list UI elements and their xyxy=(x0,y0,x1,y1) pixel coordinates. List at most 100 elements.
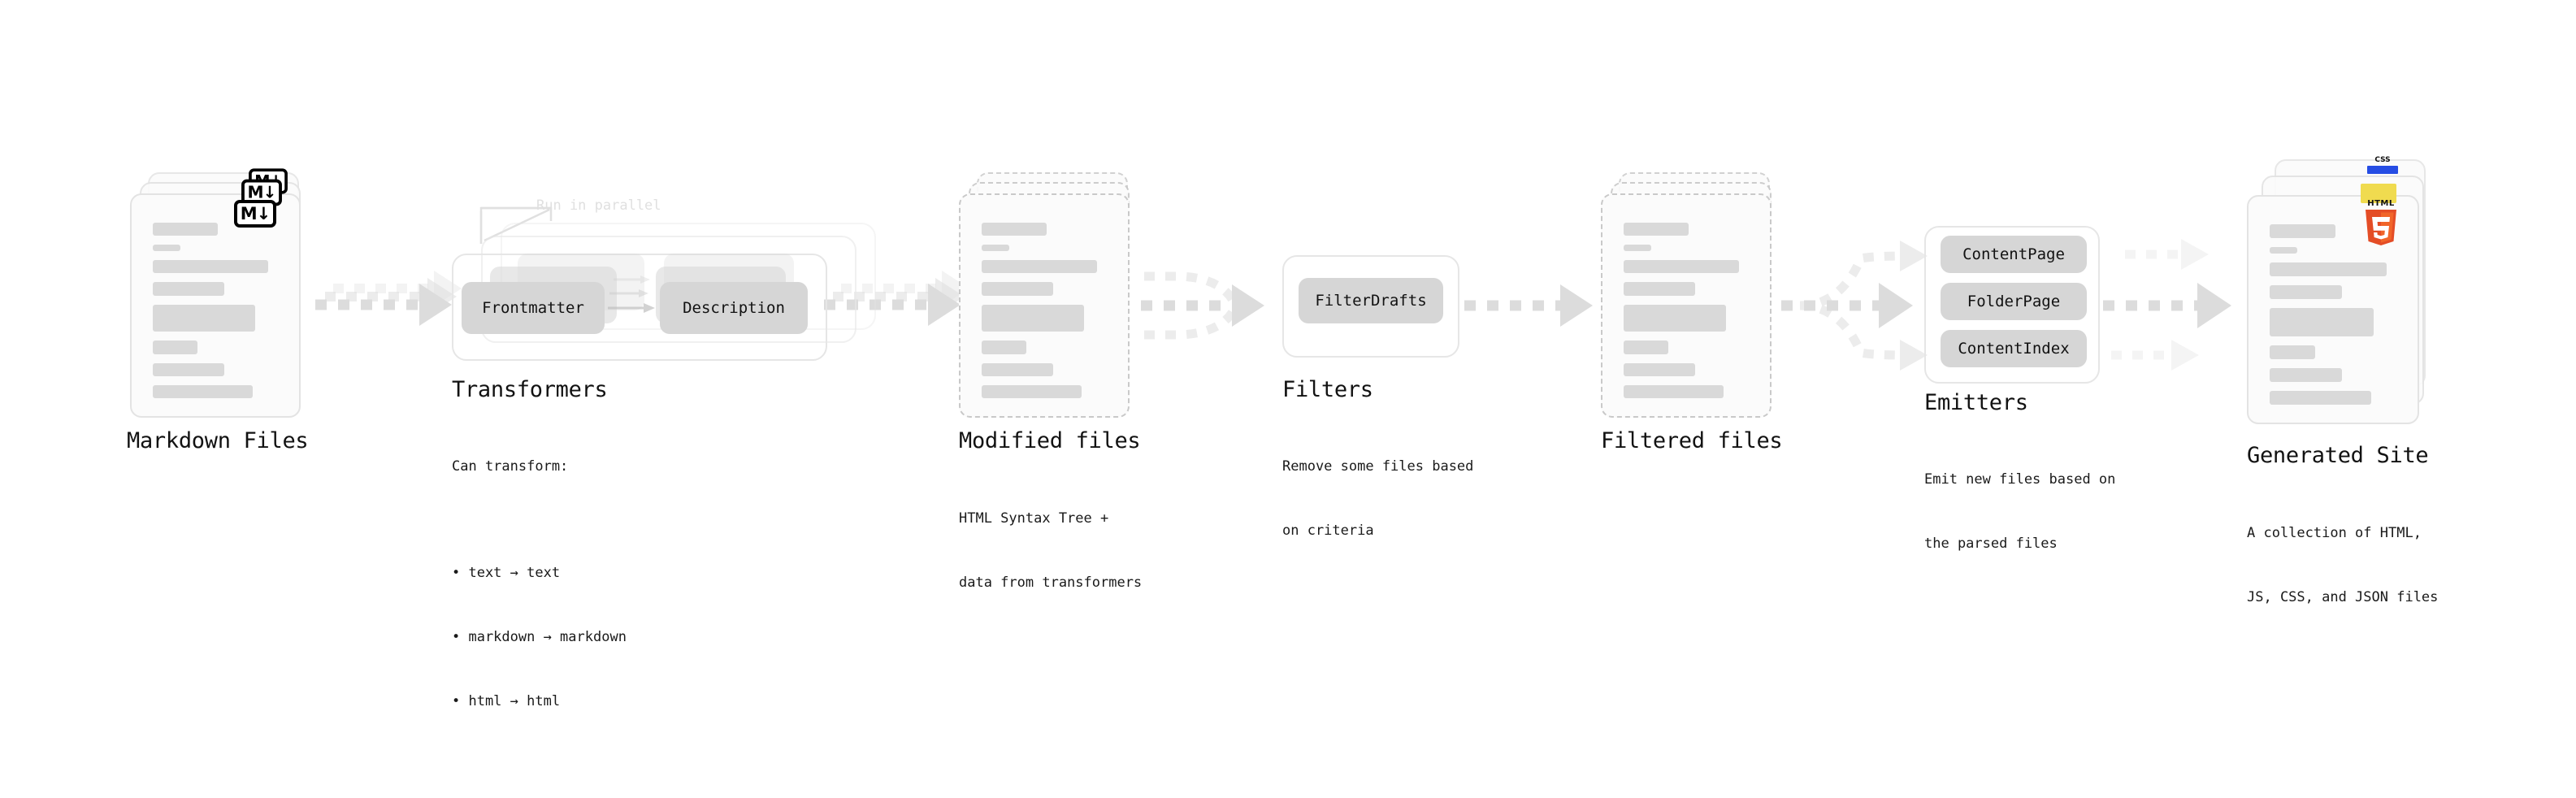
filtered-card-front xyxy=(1601,193,1772,418)
stage-title-modified-files: Modified files xyxy=(959,428,1141,453)
markdown-badge-arrow: ↓ xyxy=(262,183,277,202)
site-subtitle-line: JS, CSS, and JSON files xyxy=(2247,588,2439,605)
markdown-card-front xyxy=(130,193,301,418)
html5-wordmark: HTML xyxy=(2367,199,2395,208)
skeleton-bar xyxy=(982,223,1047,236)
transformers-bullet-item: • markdown → markdown xyxy=(452,629,627,646)
transformer-pill-frontmatter-label: Frontmatter xyxy=(482,299,584,317)
skeleton-bar xyxy=(153,340,198,354)
markdown-badge-label: M xyxy=(240,203,258,223)
stage-subtitle-modified-files: HTML Syntax Tree + data from transformer… xyxy=(959,465,1142,636)
connector-filtered-to-emitters xyxy=(1781,241,1928,371)
html5-icon: HTML xyxy=(2362,200,2400,245)
emitters-pill-folderpage-label: FolderPage xyxy=(1967,293,2061,310)
transformer-pill-description-label: Description xyxy=(683,299,785,317)
skeleton-bar xyxy=(982,340,1027,354)
transformers-bullet-item: • text → text xyxy=(452,565,561,582)
transformers-bullet-list: • text → text • markdown → markdown • ht… xyxy=(452,520,627,756)
skeleton-bar xyxy=(2270,345,2316,360)
modified-subtitle-line: HTML Syntax Tree + xyxy=(959,510,1109,527)
skeleton-bar xyxy=(153,384,254,399)
skeleton-bar xyxy=(2270,308,2374,337)
skeleton-bar xyxy=(982,304,1085,332)
site-card-front xyxy=(2247,195,2419,424)
markdown-badge-arrow: ↓ xyxy=(256,203,271,223)
site-card-body xyxy=(2249,197,2418,423)
connector-filters-to-filtered xyxy=(1464,284,1593,327)
modified-subtitle-line: data from transformers xyxy=(959,574,1143,591)
transformer-pill-frontmatter[interactable]: Frontmatter xyxy=(462,282,605,334)
stage-markdown-files: M↓ M↓ M↓ xyxy=(130,168,317,418)
markdown-badge-label: M xyxy=(247,183,263,202)
css3-icon xyxy=(2367,166,2398,174)
stage-title-markdown-files: Markdown Files xyxy=(127,428,309,453)
markdown-badge-front: M↓ xyxy=(234,200,276,228)
emitters-pill-contentindex[interactable]: ContentIndex xyxy=(1941,330,2087,367)
transformer-group-front xyxy=(452,254,827,361)
modified-card-front xyxy=(959,193,1130,418)
stage-title-generated-site: Generated Site xyxy=(2247,443,2429,468)
skeleton-bar xyxy=(982,362,1053,376)
skeleton-bar xyxy=(153,282,224,296)
skeleton-bar xyxy=(982,245,1009,252)
skeleton-bar xyxy=(982,260,1097,274)
stage-generated-site: HTML xyxy=(2247,159,2442,424)
modified-card-body xyxy=(961,195,1128,416)
markdown-card-body xyxy=(132,195,299,416)
transformer-pill-description[interactable]: Description xyxy=(660,282,808,334)
connector-emitters-to-site xyxy=(2103,239,2231,371)
site-subtitle-line: A collection of HTML, xyxy=(2247,524,2422,541)
skeleton-bar xyxy=(2270,368,2342,383)
skeleton-bar xyxy=(153,362,224,376)
emitters-pill-folderpage[interactable]: FolderPage xyxy=(1941,283,2087,320)
markdown-card-stack: M↓ M↓ M↓ xyxy=(130,168,317,418)
skeleton-bar xyxy=(1624,245,1651,252)
filters-subtitle-line: Remove some files based xyxy=(1282,458,1474,475)
stage-subtitle-transformers: Can transform: • text → text • markdown … xyxy=(452,413,627,798)
skeleton-bar xyxy=(1624,362,1695,376)
site-card-stack: HTML xyxy=(2247,159,2442,424)
skeleton-bar xyxy=(153,223,219,236)
css3-badge-bar xyxy=(2367,166,2398,174)
skeleton-bar xyxy=(982,384,1082,399)
skeleton-bar xyxy=(2270,391,2371,405)
emitters-pill-contentindex-label: ContentIndex xyxy=(1958,340,2070,358)
stage-modified-files xyxy=(959,172,1146,418)
skeleton-bar xyxy=(1624,340,1669,354)
skeleton-bar xyxy=(1624,384,1724,399)
transformer-parallel-note: Run in parallel xyxy=(536,197,661,214)
skeleton-bar xyxy=(1624,304,1727,332)
connector-md-to-transformers xyxy=(315,271,462,326)
javascript-icon xyxy=(2361,184,2396,203)
emitters-subtitle-line: Emit new files based on xyxy=(1924,471,2116,488)
stage-subtitle-filters: Remove some files based on criteria xyxy=(1282,413,1473,584)
html5-shield xyxy=(2366,210,2396,245)
emitters-group-box xyxy=(1924,226,2100,384)
modified-card-stack xyxy=(959,172,1146,418)
skeleton-bar xyxy=(2270,262,2387,277)
emitters-subtitle-line: the parsed files xyxy=(1924,535,2058,552)
skeleton-bar xyxy=(153,260,268,274)
skeleton-bar xyxy=(2270,246,2298,254)
filtered-card-stack xyxy=(1601,172,1788,418)
filters-pill-filterdrafts[interactable]: FilterDrafts xyxy=(1299,278,1443,323)
skeleton-bar xyxy=(153,304,256,332)
skeleton-bar xyxy=(2270,224,2336,238)
emitters-pill-contentpage[interactable]: ContentPage xyxy=(1941,236,2087,273)
stage-subtitle-generated-site: A collection of HTML, JS, CSS, and JSON … xyxy=(2247,479,2438,651)
skeleton-bar xyxy=(2270,285,2342,300)
connector-modified-to-filters xyxy=(1141,271,1264,340)
skeleton-bar xyxy=(153,245,180,252)
skeleton-bar xyxy=(982,282,1053,296)
filters-pill-filterdrafts-label: FilterDrafts xyxy=(1315,292,1427,310)
emitters-pill-contentpage-label: ContentPage xyxy=(1962,245,2065,263)
filters-subtitle-line: on criteria xyxy=(1282,522,1374,539)
stage-subtitle-emitters: Emit new files based on the parsed files xyxy=(1924,426,2115,597)
skeleton-bar xyxy=(1624,223,1689,236)
pipeline-diagram: M↓ M↓ M↓ Markdown Files Frontmatter Desc… xyxy=(0,0,2576,681)
skeleton-bar xyxy=(1624,260,1739,274)
transformers-subtitle-lead: Can transform: xyxy=(452,458,569,475)
filtered-card-body xyxy=(1602,195,1770,416)
transformers-bullet-item: • html → html xyxy=(452,693,561,710)
stage-filtered-files xyxy=(1601,172,1788,418)
